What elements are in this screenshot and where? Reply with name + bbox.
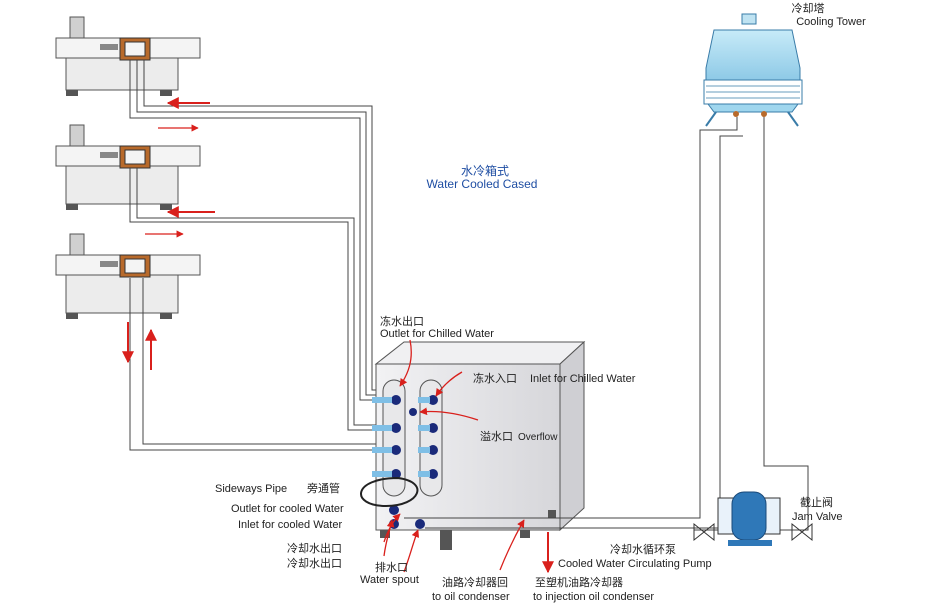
chilled-water-pipes [129, 60, 380, 451]
outlet-cooled-en: Outlet for cooled Water [231, 503, 344, 515]
inlet-chilled-cn: 冻水入口 [473, 371, 517, 385]
injection-machine-2 [55, 124, 201, 210]
outlet-chilled-en: Outlet for Chilled Water [380, 328, 494, 340]
cooled-out-cn-1: 冷却水出口 [287, 541, 342, 555]
cooling-tower [703, 13, 803, 127]
valve-en: Jam Valve [792, 511, 843, 523]
drain-en: Water spout [360, 574, 419, 586]
oil-back-cn: 油路冷却器回 [442, 575, 508, 589]
tower-cn: 冷却塔 [792, 2, 825, 15]
circulating-pump [717, 491, 781, 546]
inlet-chilled-en: Inlet for Chilled Water [530, 373, 636, 385]
title-en: Water Cooled Cased [427, 177, 538, 191]
jam-valve-right-icon [791, 522, 813, 542]
overflow-en: Overflow [518, 432, 558, 443]
drain-cn: 排水口 [375, 560, 408, 574]
overflow-cn: 溢水口 [480, 429, 513, 443]
valve-cn: 截止阀 [800, 495, 833, 509]
annotation-arrows [383, 339, 525, 573]
sideways-cn: 旁通管 [307, 481, 340, 495]
sideways-en: Sideways Pipe [215, 483, 287, 495]
injection-machine-1 [55, 16, 201, 96]
tower-en: Cooling Tower [796, 16, 866, 28]
outlet-chilled-cn: 冻水出口 [380, 314, 424, 328]
inlet-cooled-en: Inlet for cooled Water [238, 519, 342, 531]
oil-back-en: to oil condenser [432, 591, 510, 603]
cooling-water-pipes [404, 117, 809, 531]
pump-en: Cooled Water Circulating Pump [558, 558, 712, 570]
title-cn: 水冷箱式 [461, 163, 509, 178]
inj-en: to injection oil condenser [533, 591, 654, 603]
inj-cn: 至塑机油路冷却器 [535, 575, 623, 589]
chiller-fittings [360, 395, 438, 529]
jam-valve-left-icon [693, 522, 715, 542]
pump-cn: 冷却水循环泵 [610, 543, 676, 556]
injection-machine-3 [55, 233, 201, 319]
flow-arrows-machines [122, 97, 215, 370]
cooled-out-cn-2: 冷却水出口 [287, 556, 342, 570]
